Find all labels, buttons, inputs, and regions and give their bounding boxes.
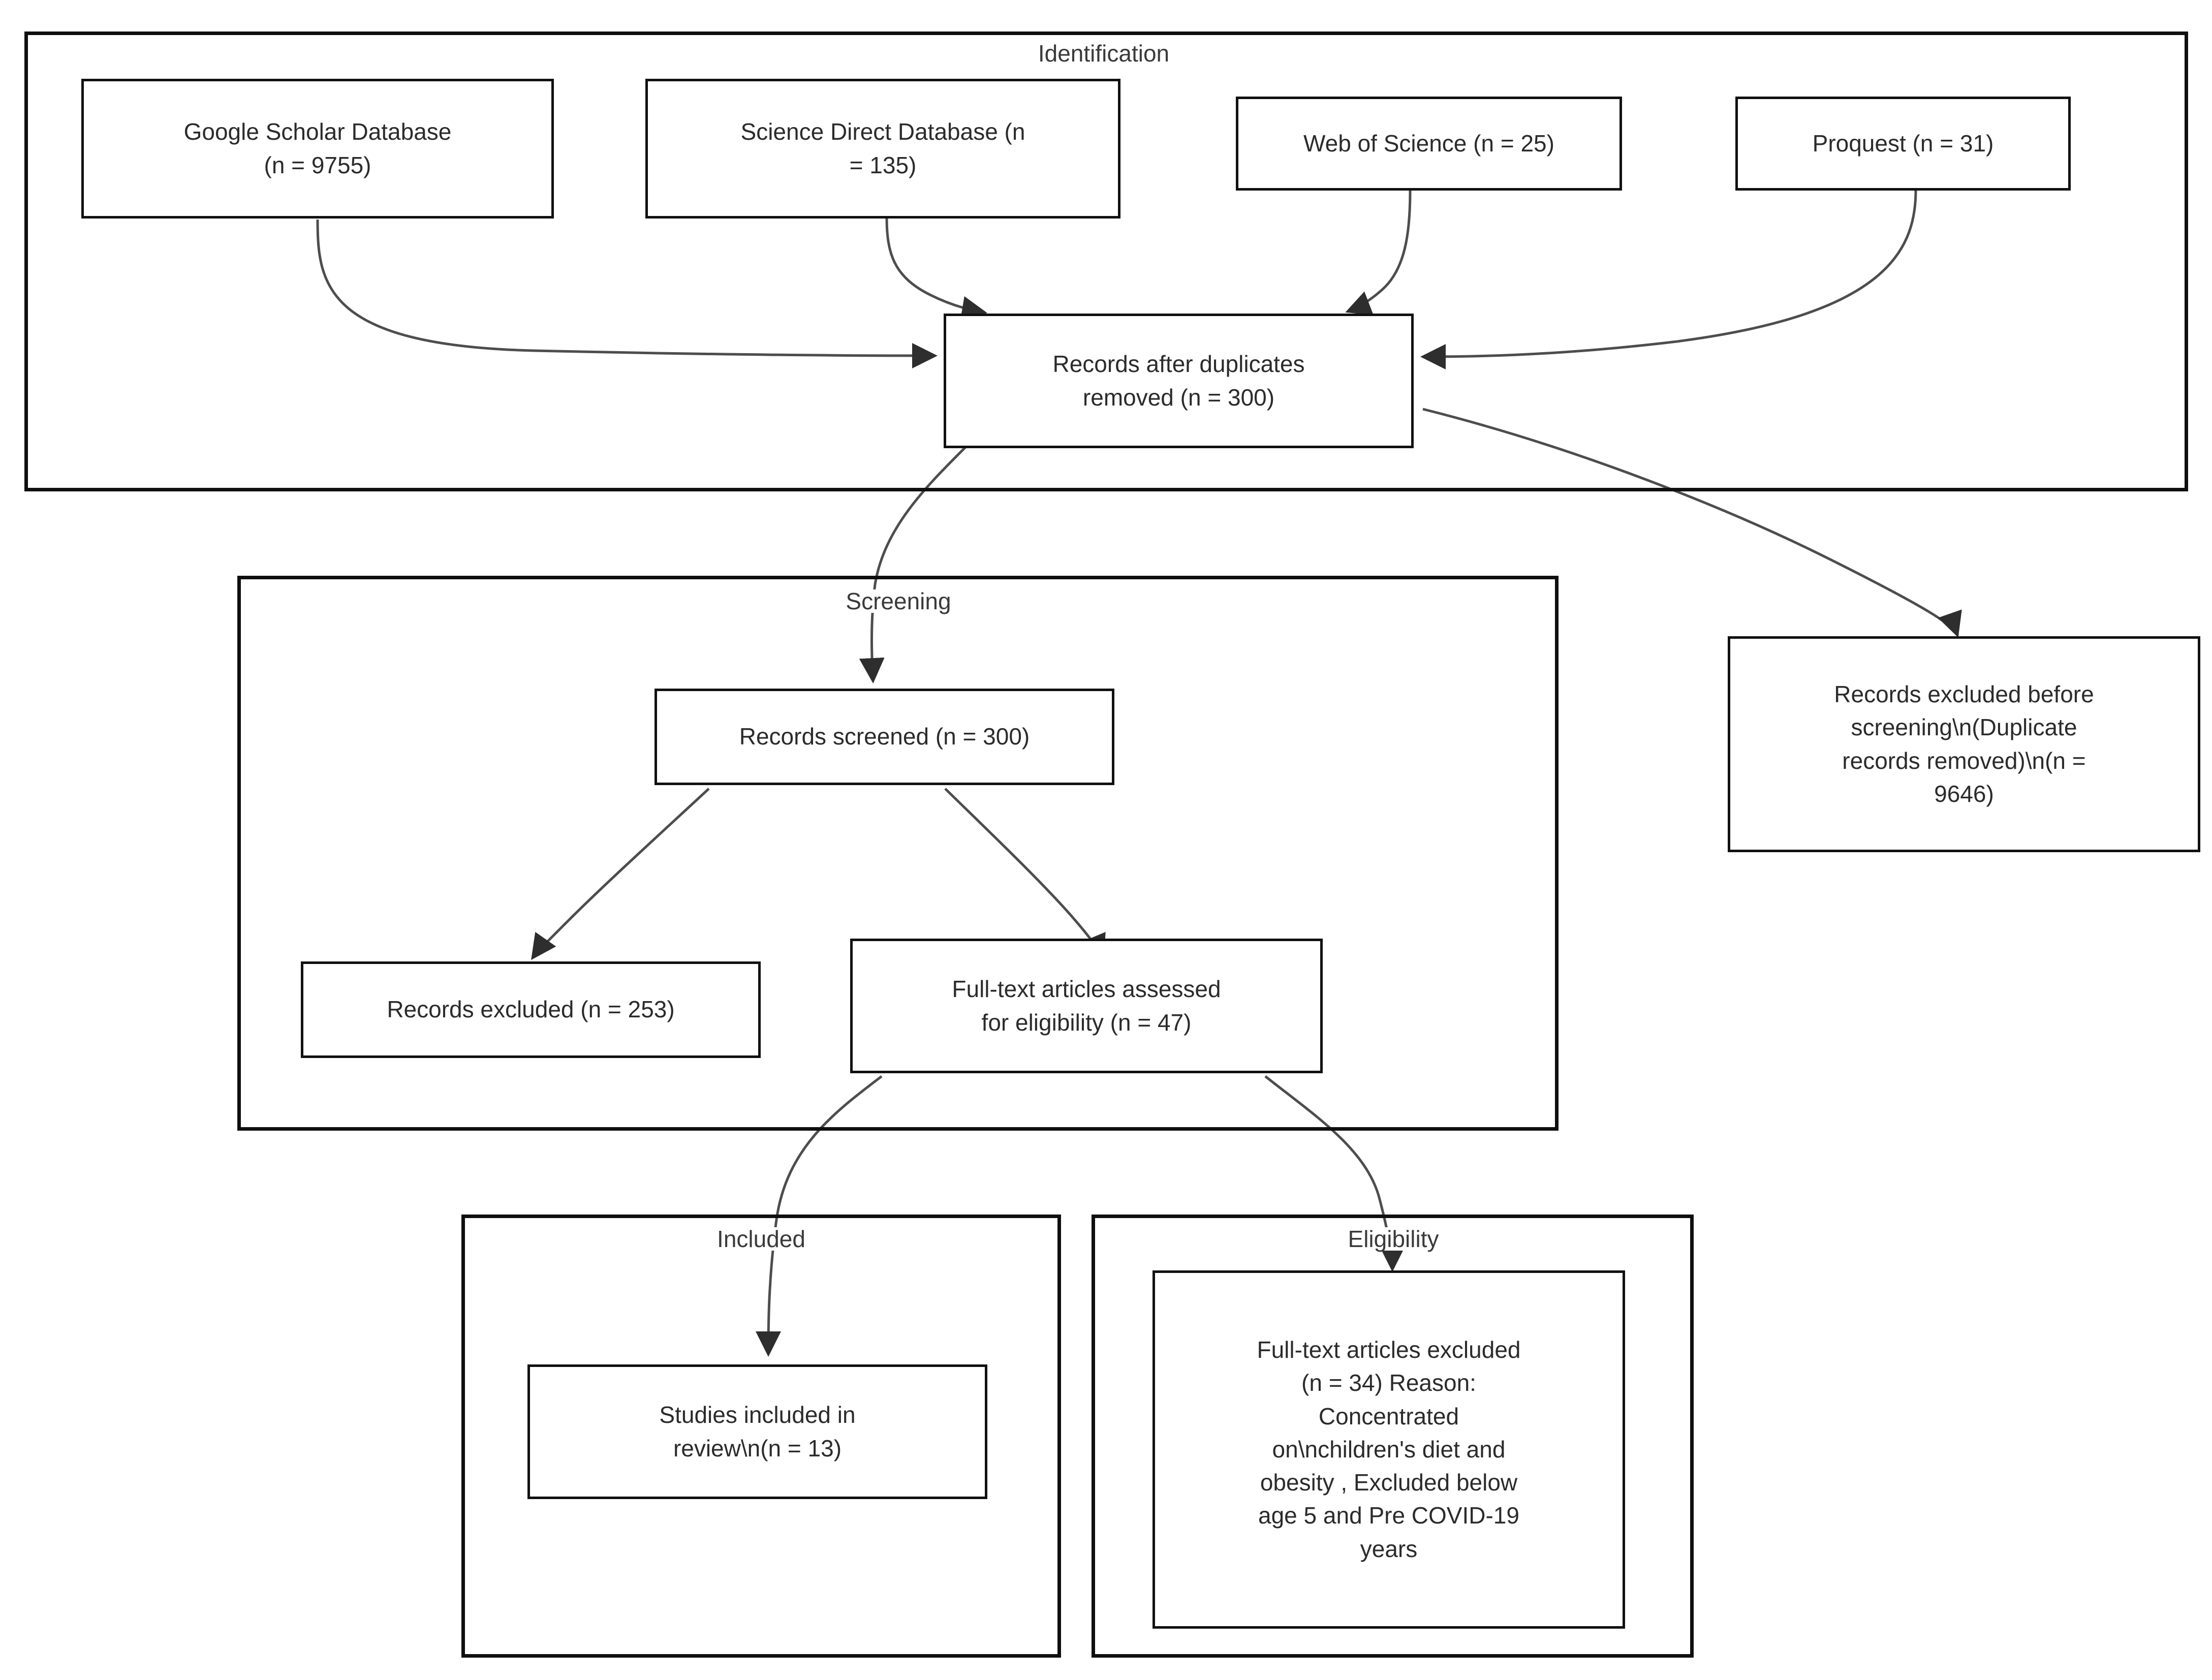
node-web-of-science-line1: Web of Science (n = 25) bbox=[1303, 130, 1554, 157]
node-science-direct-line2: = 135) bbox=[849, 151, 917, 178]
node-records-excluded-before-line3: records removed)\n(n = bbox=[1842, 747, 2086, 774]
node-records-excluded-before-line4: 9646) bbox=[1934, 780, 1994, 807]
node-fulltext-assessed: Full-text articles assessed for eligibil… bbox=[850, 939, 1323, 1073]
node-records-excluded: Records excluded (n = 253) bbox=[301, 961, 761, 1058]
cluster-identification bbox=[24, 32, 2188, 491]
cluster-included bbox=[461, 1215, 1061, 1658]
node-records-screened-line1: Records screened (n = 300) bbox=[739, 723, 1030, 750]
node-records-after-duplicates-line2: removed (n = 300) bbox=[1082, 384, 1275, 411]
node-fulltext-excluded-line4: on\nchildren's diet and bbox=[1272, 1436, 1506, 1463]
cluster-screening bbox=[237, 576, 1559, 1131]
node-google-scholar-line1: Google Scholar Database bbox=[183, 118, 452, 145]
node-fulltext-excluded-line2: (n = 34) Reason: bbox=[1301, 1370, 1476, 1396]
node-fulltext-excluded-line7: years bbox=[1360, 1535, 1418, 1562]
node-fulltext-assessed-line2: for eligibility (n = 47) bbox=[981, 1009, 1192, 1036]
node-fulltext-excluded-line5: obesity , Excluded below bbox=[1260, 1469, 1518, 1496]
node-fulltext-excluded-line6: age 5 and Pre COVID-19 bbox=[1258, 1502, 1519, 1529]
cluster-screening-label: Screening bbox=[840, 589, 956, 613]
node-proquest: Proquest (n = 31) bbox=[1735, 97, 2071, 191]
node-records-excluded-before-screening: Records excluded before screening\n(Dupl… bbox=[1728, 636, 2200, 852]
node-google-scholar: Google Scholar Database (n = 9755) bbox=[81, 79, 554, 219]
cluster-identification-label: Identification bbox=[1033, 42, 1175, 65]
node-science-direct: Science Direct Database (n = 135) bbox=[645, 79, 1120, 219]
cluster-eligibility-label: Eligibility bbox=[1343, 1227, 1444, 1251]
node-fulltext-excluded: Full-text articles excluded (n = 34) Rea… bbox=[1152, 1270, 1625, 1629]
node-science-direct-line1: Science Direct Database (n bbox=[740, 118, 1025, 145]
node-studies-included: Studies included in review\n(n = 13) bbox=[527, 1364, 987, 1499]
node-records-excluded-before-line1: Records excluded before bbox=[1834, 680, 2094, 707]
node-proquest-line1: Proquest (n = 31) bbox=[1812, 130, 1994, 157]
node-records-excluded-line1: Records excluded (n = 253) bbox=[387, 996, 675, 1023]
node-fulltext-excluded-line3: Concentrated bbox=[1318, 1403, 1459, 1429]
node-google-scholar-line2: (n = 9755) bbox=[264, 151, 371, 178]
node-fulltext-excluded-line1: Full-text articles excluded bbox=[1257, 1336, 1521, 1363]
node-web-of-science: Web of Science (n = 25) bbox=[1236, 97, 1622, 191]
cluster-eligibility bbox=[1092, 1215, 1694, 1658]
node-studies-included-line1: Studies included in bbox=[659, 1402, 856, 1428]
node-records-after-duplicates-line1: Records after duplicates bbox=[1052, 351, 1305, 378]
node-records-screened: Records screened (n = 300) bbox=[655, 689, 1114, 785]
node-records-after-duplicates: Records after duplicates removed (n = 30… bbox=[944, 314, 1414, 448]
node-fulltext-assessed-line1: Full-text articles assessed bbox=[952, 976, 1221, 1003]
node-studies-included-line2: review\n(n = 13) bbox=[673, 1435, 842, 1461]
cluster-included-label: Included bbox=[712, 1227, 811, 1251]
node-records-excluded-before-line2: screening\n(Duplicate bbox=[1851, 714, 2077, 741]
